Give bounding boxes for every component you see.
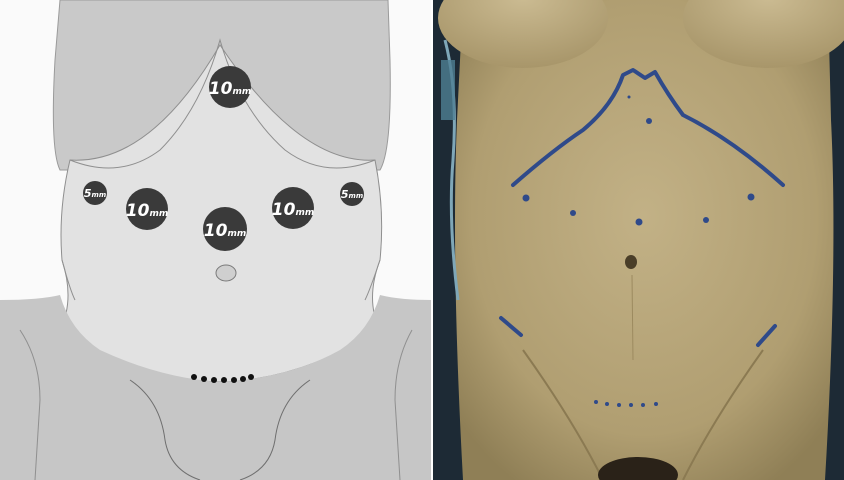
port-left-mid: 10mm <box>126 188 168 230</box>
photo-panel <box>433 0 844 480</box>
port-right-mid: 10mm <box>272 187 314 229</box>
torso-illustration: 10mm 5mm 10mm 10mm 10mm 5mm <box>0 0 432 480</box>
port-top: 10mm <box>209 66 251 108</box>
port-left-lateral: 5mm <box>83 181 107 205</box>
skin-area <box>455 0 833 480</box>
port-right-lateral: 5mm <box>340 182 364 206</box>
patient-photo <box>433 0 844 480</box>
port-center: 10mm <box>203 207 247 251</box>
tubing-connector <box>441 60 455 120</box>
umbilicus <box>216 265 236 281</box>
patient-umbilicus <box>625 255 637 269</box>
illustration-panel: 10mm 5mm 10mm 10mm 10mm 5mm <box>0 0 432 480</box>
